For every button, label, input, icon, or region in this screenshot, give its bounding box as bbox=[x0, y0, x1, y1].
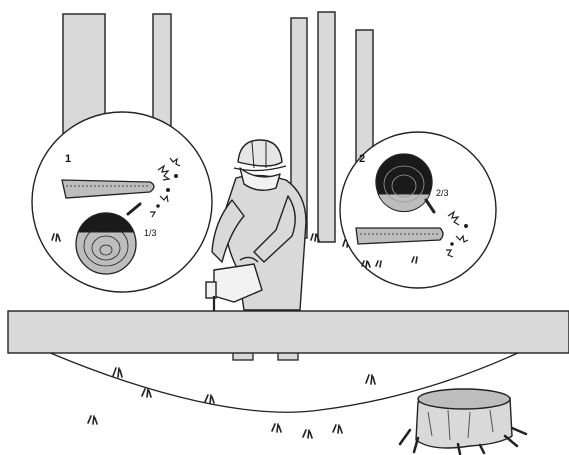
detail-1-step-label: 1 bbox=[65, 153, 71, 165]
tree-stump-icon bbox=[400, 389, 526, 454]
grass-tuft-icon bbox=[303, 430, 312, 438]
grass-tuft-icon bbox=[333, 425, 342, 433]
detail-circle-1: 1 1/3 bbox=[32, 112, 212, 292]
grass-tuft-icon bbox=[88, 416, 97, 424]
grass-tuft-icon bbox=[205, 395, 214, 403]
detail-2-cut-fraction: 2/3 bbox=[436, 188, 449, 198]
fallen-log-icon bbox=[8, 311, 569, 353]
grass-tuft-icon bbox=[142, 389, 151, 397]
tree-trunk-icon bbox=[318, 12, 335, 242]
detail-circle-2: 2 2/3 bbox=[340, 132, 496, 288]
detail-1-cut-fraction: 1/3 bbox=[144, 228, 157, 238]
grass-tuft-icon bbox=[113, 368, 122, 377]
grass-tuft-icon bbox=[366, 375, 375, 384]
grass-tuft-icon bbox=[272, 424, 281, 432]
detail-2-step-label: 2 bbox=[359, 153, 365, 165]
